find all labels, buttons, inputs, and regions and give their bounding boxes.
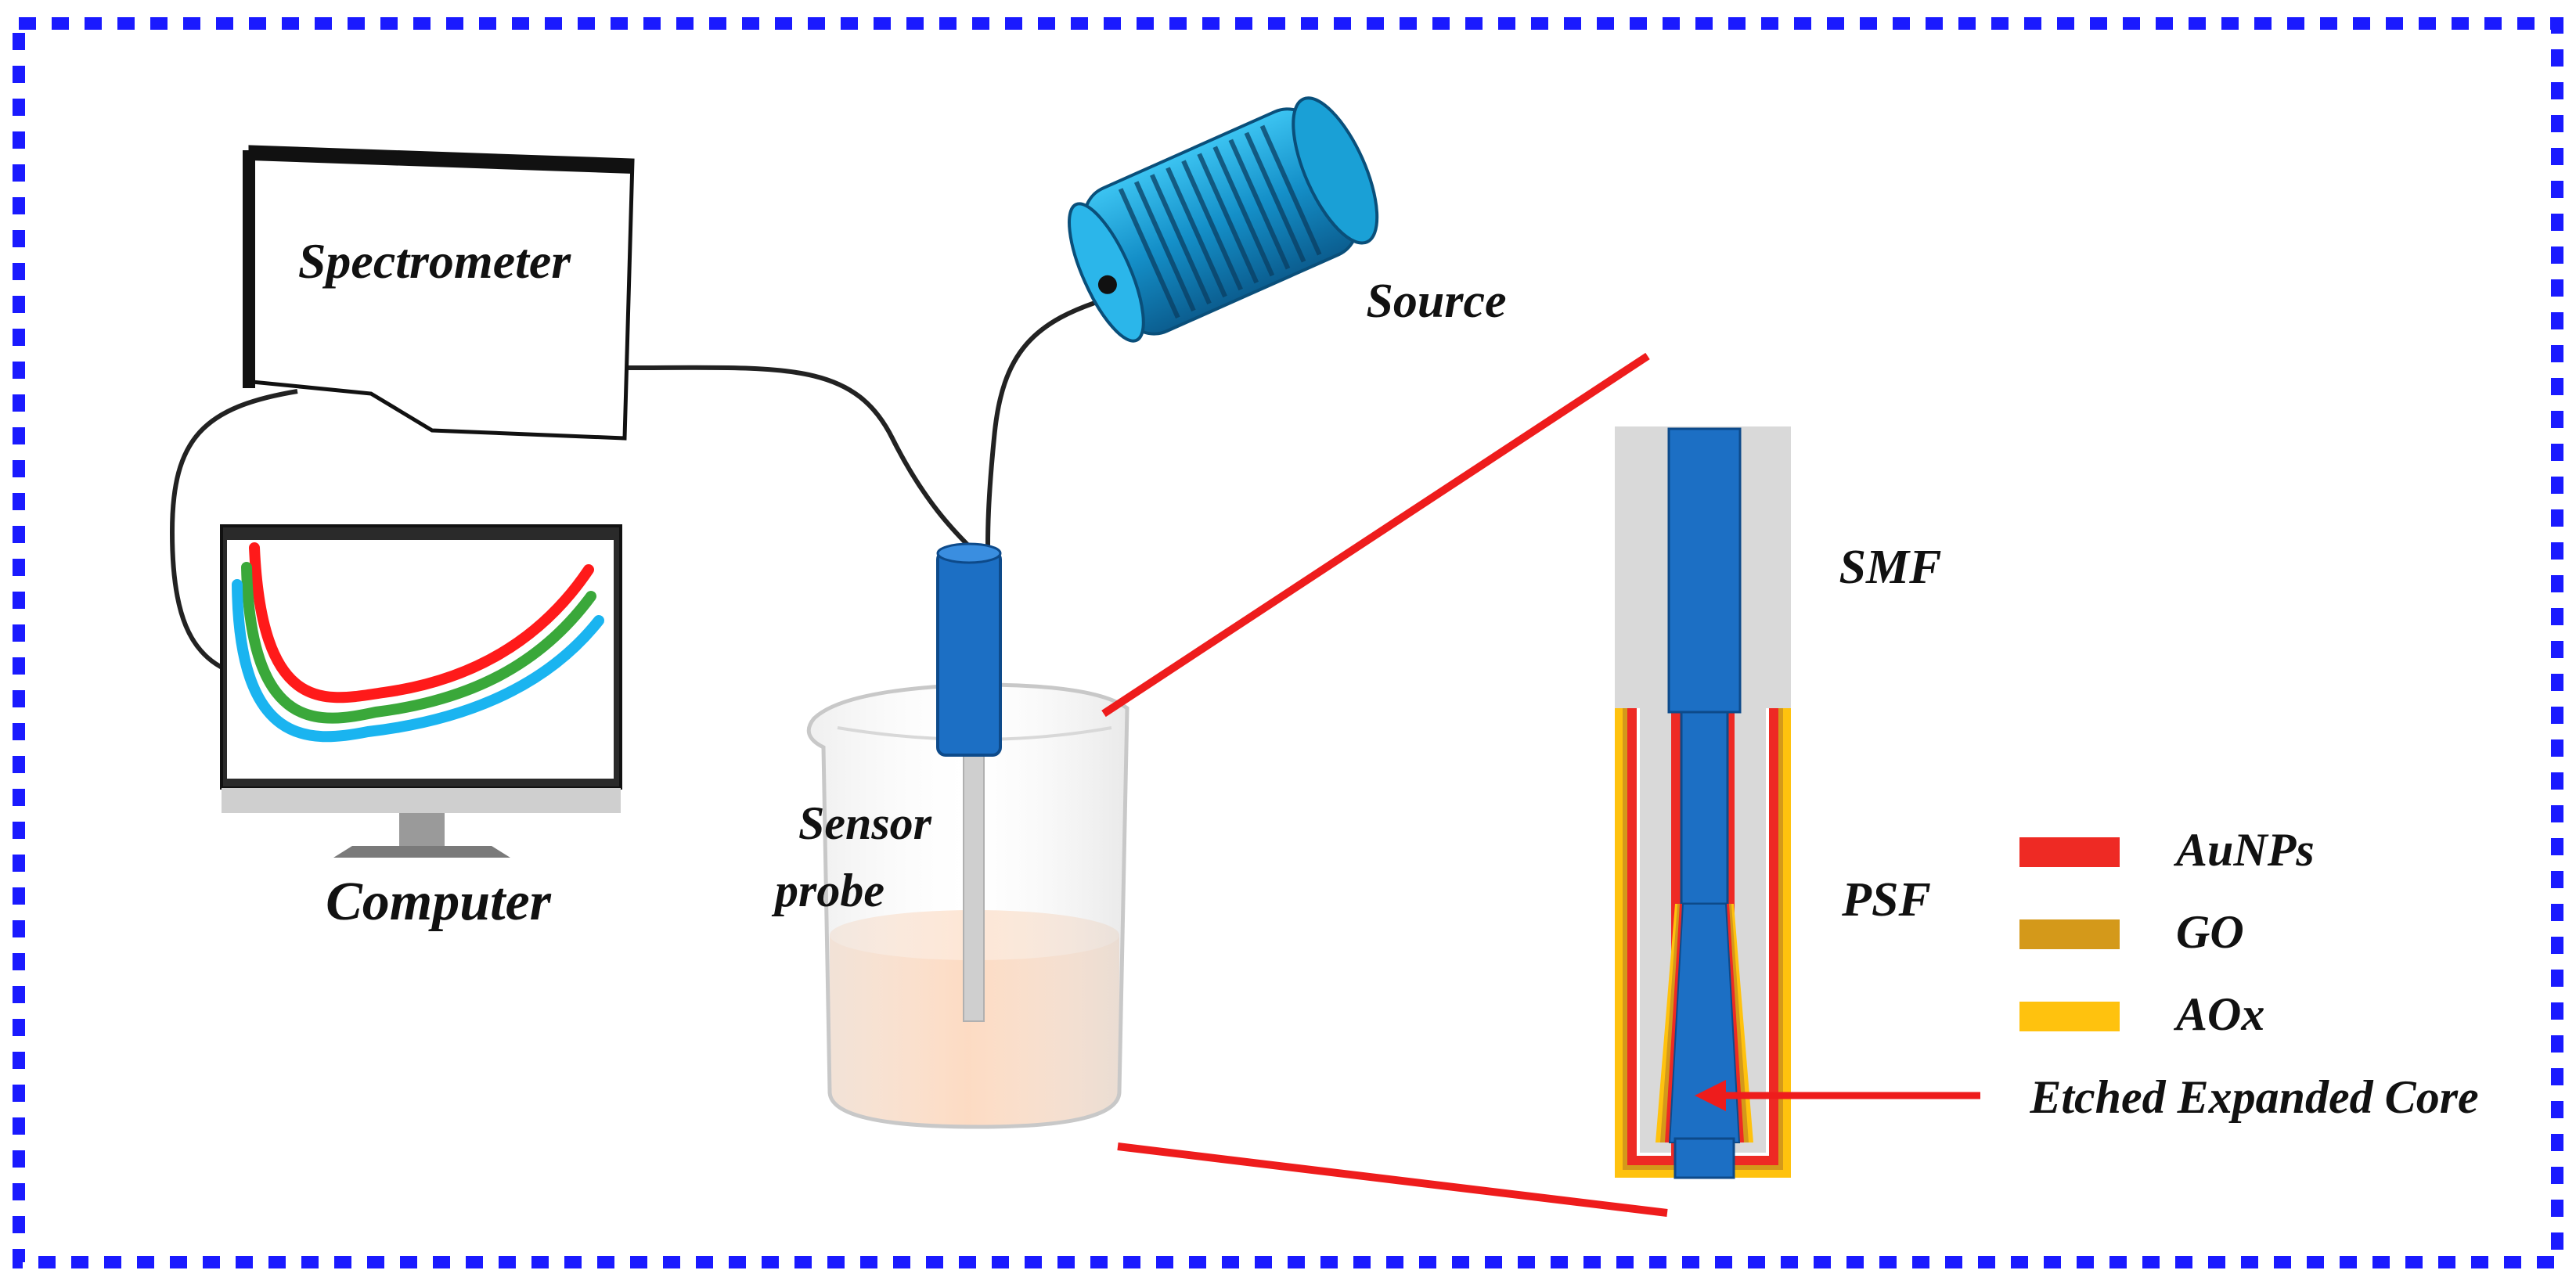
fiber-cross-section xyxy=(1615,426,1791,1179)
spectrometer-label: Spectrometer xyxy=(298,233,571,289)
sensor-label-line2: probe xyxy=(771,865,884,916)
psf-core xyxy=(1680,711,1729,905)
beaker-icon xyxy=(806,682,1129,1129)
legend-swatch-go xyxy=(2019,919,2120,949)
legend-swatch-aunps xyxy=(2019,837,2120,867)
sensor-probe-icon xyxy=(936,542,1002,1022)
light-source-icon xyxy=(1068,96,1379,343)
spectrometer-icon xyxy=(243,145,635,441)
etched-core-arrow xyxy=(1695,1080,1980,1111)
sensor-label-line1: Sensor xyxy=(798,797,932,849)
smf-core xyxy=(1667,427,1742,714)
psf-label: PSF xyxy=(1841,873,1931,927)
legend-label-go: GO xyxy=(2176,906,2244,958)
etched-core-label: Etched Expanded Core xyxy=(2029,1071,2478,1123)
source-label: Source xyxy=(1366,275,1506,328)
computer-label: Computer xyxy=(326,872,552,932)
frame-border xyxy=(13,17,2563,1268)
legend-label-aunps: AuNPs xyxy=(2173,824,2315,876)
smf-label: SMF xyxy=(1839,541,1942,594)
computer-monitor-icon xyxy=(220,524,622,858)
legend-swatch-aox xyxy=(2019,1002,2120,1031)
connecting-fibers xyxy=(169,295,1112,675)
legend-label-aox: AOx xyxy=(2173,988,2264,1040)
zoom-lines xyxy=(1101,352,1668,1217)
